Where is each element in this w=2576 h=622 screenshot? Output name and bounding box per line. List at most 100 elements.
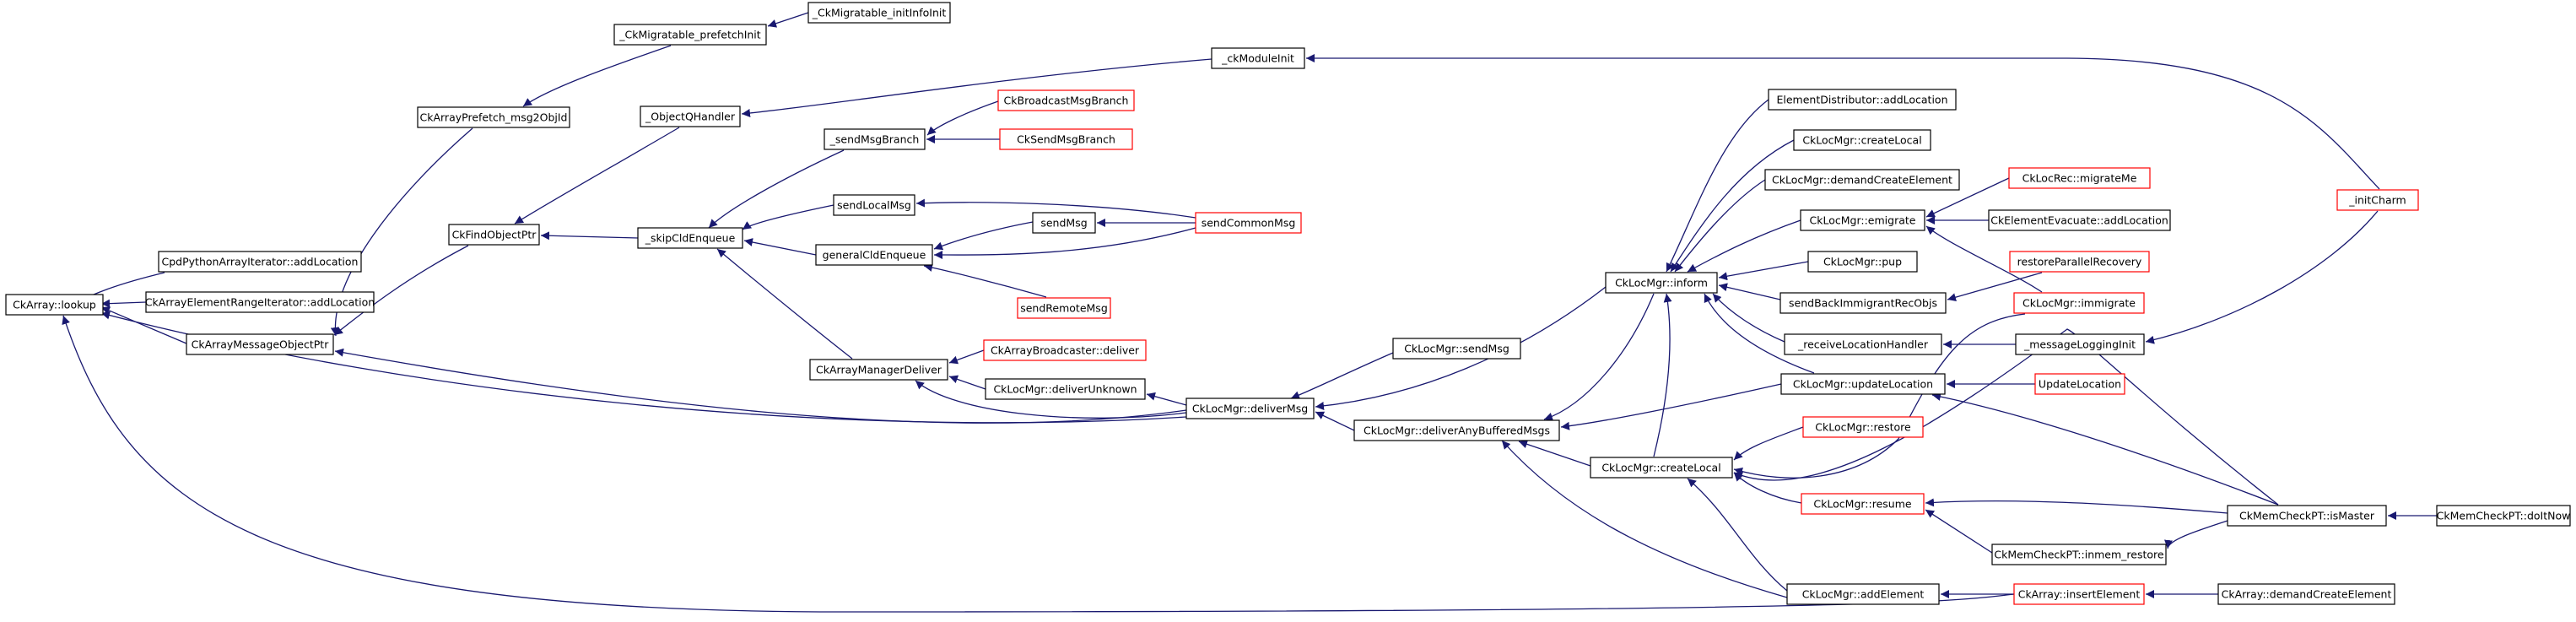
node-box — [815, 244, 933, 266]
graph-node-pup[interactable]: CkLocMgr::pup — [1807, 251, 1918, 273]
edge-delivBuffered-to-deliverMsg — [1315, 411, 1355, 431]
edge-distAddLoc-to-inform — [1666, 99, 1769, 273]
graph-node-sendBranch[interactable]: CkSendMsgBranch — [999, 128, 1133, 150]
graph-node-migPrefetch[interactable]: _CkMigratable_prefetchInit — [613, 24, 767, 46]
graph-node-delivBuffered[interactable]: CkLocMgr::deliverAnyBufferedMsgs — [1353, 419, 1560, 441]
node-label: CkLocMgr::deliverUnknown — [993, 383, 1137, 396]
graph-node-objQHandler[interactable]: _ObjectQHandler — [640, 105, 741, 127]
edge-createLocal-to-delivBuffered — [1518, 440, 1591, 467]
edge-inform-to-delivBuffered — [1543, 293, 1655, 421]
edge-restoreParallel-to-sendBackImm — [1947, 272, 2043, 302]
graph-node-insertElement[interactable]: CkArray::insertElement — [2013, 583, 2145, 605]
graph-node-generalCld[interactable]: generalCldEnqueue — [815, 244, 933, 266]
node-box — [1801, 493, 1925, 515]
graph-node-sendCommon[interactable]: sendCommonMsg — [1195, 212, 1302, 234]
edge-deliverMsg-to-msgObjPtr — [334, 348, 1187, 424]
graph-node-inmemRestore[interactable]: CkMemCheckPT::inmem_restore — [1991, 544, 2167, 565]
graph-node-sendLocal[interactable]: sendLocalMsg — [833, 194, 915, 216]
graph-node-distAddLoc[interactable]: ElementDistributor::addLocation — [1768, 89, 1957, 111]
node-box — [1211, 47, 1305, 69]
node-label: CkLocMgr::createLocal — [1802, 134, 1921, 147]
graph-node-addElement[interactable]: CkLocMgr::addElement — [1786, 583, 1940, 605]
graph-node-restoreParallel[interactable]: restoreParallelRecovery — [2009, 251, 2150, 273]
graph-node-immigrate[interactable]: CkLocMgr::immigrate — [2013, 292, 2145, 314]
edge-isMaster-to-inmemRestore — [2164, 520, 2228, 549]
graph-node-cpdPython[interactable]: CpdPythonArrayIterator::addLocation — [158, 251, 362, 273]
node-label: CkFindObjectPtr — [452, 229, 537, 241]
graph-node-sendMsg[interactable]: sendMsg — [1032, 212, 1096, 234]
node-box — [1605, 272, 1718, 294]
graph-node-locCreateLocal[interactable]: CkLocMgr::createLocal — [1793, 129, 1931, 151]
edge-updateLoc-to-delivBuffered — [1560, 383, 1782, 430]
graph-node-elemRange[interactable]: CkArrayElementRangeIterator::addLocation — [145, 291, 375, 313]
graph-node-updateLoc[interactable]: CkLocMgr::updateLocation — [1780, 373, 1946, 395]
graph-node-isMaster[interactable]: CkMemCheckPT::isMaster — [2227, 505, 2387, 527]
graph-node-sendMsgBranch[interactable]: _sendMsgBranch — [824, 128, 926, 150]
node-box — [1017, 297, 1111, 319]
node-box — [186, 333, 334, 355]
node-box — [637, 227, 743, 249]
edge-deliverMsg-to-lookup — [100, 311, 1187, 424]
node-box — [1764, 169, 1960, 191]
node-label: CkLocMgr::demandCreateElement — [1772, 174, 1952, 187]
node-box — [2013, 292, 2145, 314]
graph-node-moduleInit[interactable]: _ckModuleInit — [1211, 47, 1305, 69]
graph-node-deliverMsg[interactable]: CkLocMgr::deliverMsg — [1185, 398, 1315, 419]
graph-node-evacAddLoc[interactable]: CkElementEvacuate::addLocation — [1988, 209, 2171, 231]
graph-node-bcastBranch[interactable]: CkBroadcastMsgBranch — [997, 89, 1135, 111]
graph-node-migInitInfo[interactable]: _CkMigratable_initInfoInit — [807, 2, 951, 24]
node-label: CkArrayManagerDeliver — [816, 364, 942, 376]
graph-node-updateLocation[interactable]: UpdateLocation — [2034, 373, 2125, 395]
node-label: CkLocMgr::sendMsg — [1404, 343, 1509, 355]
graph-node-migrateMe[interactable]: CkLocRec::migrateMe — [2008, 167, 2151, 189]
graph-node-msgObjPtr[interactable]: CkArrayMessageObjectPtr — [186, 333, 334, 355]
node-label: CkArrayElementRangeIterator::addLocation — [145, 296, 375, 309]
node-label: _ObjectQHandler — [645, 111, 736, 123]
node-box — [5, 294, 104, 316]
edge-sendCommon-to-generalCld — [933, 227, 1196, 260]
edge-bcastBranch-to-sendMsgBranch — [926, 100, 999, 136]
graph-node-lookup[interactable]: CkArray::lookup — [5, 294, 104, 316]
edge-inform-to-deliverMsg — [1315, 286, 1607, 410]
graph-node-restore[interactable]: CkLocMgr::restore — [1802, 416, 1924, 438]
graph-node-createLocal[interactable]: CkLocMgr::createLocal — [1590, 457, 1733, 479]
node-label: CkArrayMessageObjectPtr — [192, 338, 330, 351]
graph-node-sendBackImm[interactable]: sendBackImmigrantRecObjs — [1779, 292, 1947, 314]
edge-isMaster-to-resume — [1925, 498, 2228, 514]
edge-skipCld-to-findObjPtr — [540, 231, 639, 241]
node-box — [833, 194, 915, 216]
node-label: generalCldEnqueue — [823, 249, 926, 262]
graph-node-skipCld[interactable]: _skipCldEnqueue — [637, 227, 743, 249]
node-label: CkMemCheckPT::inmem_restore — [1994, 549, 2163, 561]
edge-generalCld-to-skipCld — [743, 238, 817, 256]
edge-isMaster-to-updateLoc — [1931, 392, 2279, 506]
graph-node-doItNow[interactable]: CkMemCheckPT::doItNow — [2436, 505, 2571, 527]
graph-node-demandCreateArr[interactable]: CkArray::demandCreateElement — [2217, 583, 2395, 605]
graph-node-sendRemote[interactable]: sendRemoteMsg — [1017, 297, 1111, 319]
node-box — [1988, 209, 2171, 231]
graph-node-emigrate[interactable]: CkLocMgr::emigrate — [1800, 209, 1925, 231]
node-label: CkLocMgr::addElement — [1802, 588, 1925, 601]
graph-node-findObjPtr[interactable]: CkFindObjectPtr — [448, 224, 540, 246]
graph-node-bcastDeliver[interactable]: CkArrayBroadcaster::deliver — [983, 339, 1147, 361]
graph-node-locSendMsg[interactable]: CkLocMgr::sendMsg — [1392, 338, 1521, 360]
graph-node-demandCreate[interactable]: CkLocMgr::demandCreateElement — [1764, 169, 1960, 191]
graph-node-delivUnknown[interactable]: CkLocMgr::deliverUnknown — [985, 378, 1146, 400]
graph-node-resume[interactable]: CkLocMgr::resume — [1801, 493, 1925, 515]
graph-node-inform[interactable]: CkLocMgr::inform — [1605, 272, 1718, 294]
edge-immigrate-to-emigrate — [1925, 225, 2043, 293]
node-label: ElementDistributor::addLocation — [1776, 94, 1947, 106]
node-label: CkLocMgr::createLocal — [1601, 462, 1720, 474]
node-label: CkLocMgr::inform — [1615, 277, 1708, 289]
graph-node-prefetchMsg2[interactable]: CkArrayPrefetch_msg2ObjId — [417, 106, 570, 128]
graph-node-mgrDeliver[interactable]: CkArrayManagerDeliver — [809, 359, 948, 381]
node-label: CkMemCheckPT::doItNow — [2437, 510, 2571, 522]
edge-addElement-to-createLocal — [1687, 478, 1788, 592]
graph-node-initCharm[interactable]: _initCharm — [2336, 189, 2419, 211]
edge-findObjPtr-to-msgObjPtr — [333, 245, 469, 336]
graph-node-msgLogInit[interactable]: _messageLoggingInit — [2015, 333, 2145, 355]
node-label: CkArray::lookup — [13, 299, 96, 311]
graph-node-recvLocHandler[interactable]: _receiveLocationHandler — [1784, 333, 1942, 355]
edge-migrateMe-to-emigrate — [1925, 177, 2010, 218]
